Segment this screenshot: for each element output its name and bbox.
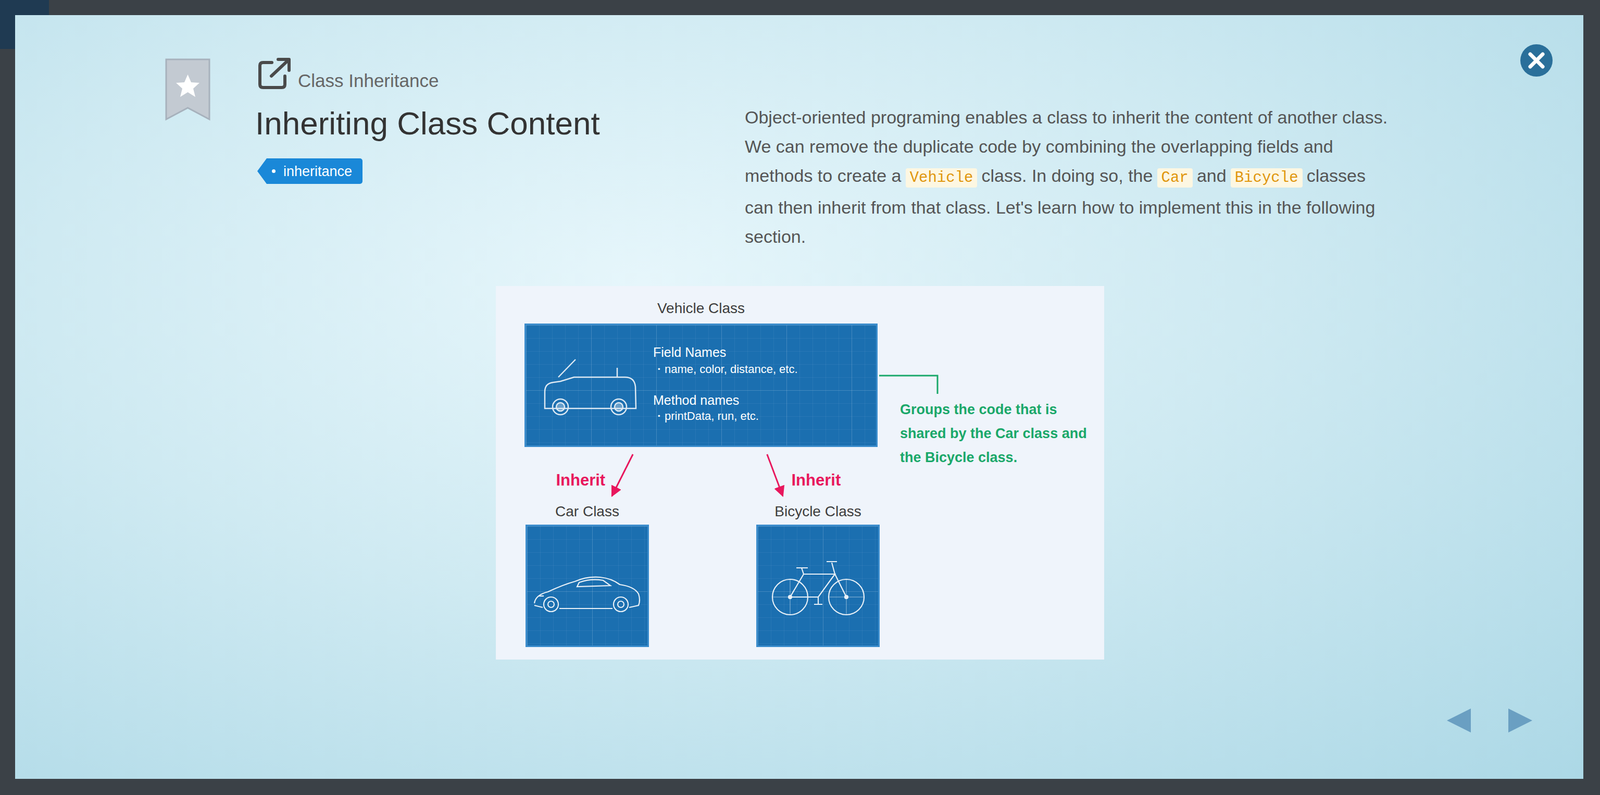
intro-paragraph: Object-oriented programing enables a cla…: [744, 102, 1396, 252]
paragraph-text: class. In doing so, the: [981, 165, 1154, 186]
paragraph-text: and: [1196, 165, 1227, 186]
method-list: ・printData, run, etc.: [653, 407, 877, 423]
class-name: Vehicle Class: [524, 296, 878, 320]
page-title: Inheriting Class Content: [255, 104, 600, 143]
inline-code: Vehicle: [905, 168, 978, 188]
field-list: ・name, color, distance, etc.: [653, 359, 877, 377]
tag-text: inheritance: [283, 163, 353, 180]
diagram-panel: [495, 285, 1105, 660]
external-link-icon: [259, 59, 290, 88]
vehicle-outline: [526, 325, 877, 446]
inherit-arrow: [767, 454, 783, 496]
class-node: Car Class: [525, 501, 649, 647]
class-node: Vehicle Class Field Names・name, color, d…: [524, 296, 878, 447]
blueprint-box: [756, 524, 880, 647]
bullet-dot: [271, 169, 276, 173]
edge-label: Inherit: [555, 470, 606, 490]
edge-label: Inherit: [791, 470, 841, 490]
class-node: Bicycle Class: [756, 501, 880, 647]
method-heading: Method names: [653, 376, 877, 408]
field-heading: Field Names: [653, 325, 877, 360]
close-button: [1520, 44, 1553, 77]
blueprint-box: [525, 524, 649, 647]
callout-note: Groups the code that is shared by the Ca…: [900, 397, 1098, 470]
blueprint-box: Field Names・name, color, distance, etc.M…: [524, 323, 878, 447]
class-name: Bicycle Class: [756, 501, 880, 522]
inline-code: Car: [1157, 168, 1193, 188]
leader-line: [879, 375, 938, 394]
sports-car-drawing: [527, 526, 648, 646]
next-arrow: [1508, 708, 1533, 733]
class-name: Car Class: [525, 501, 649, 522]
bicycle-drawing: [757, 526, 879, 646]
inherit-arrow: [611, 454, 633, 496]
inline-code: Bicycle: [1230, 168, 1303, 188]
bookmark-icon: [166, 59, 210, 120]
prev-arrow: [1446, 708, 1471, 733]
section-label: Class Inheritance: [297, 69, 439, 92]
tag-label: inheritance: [257, 158, 363, 184]
